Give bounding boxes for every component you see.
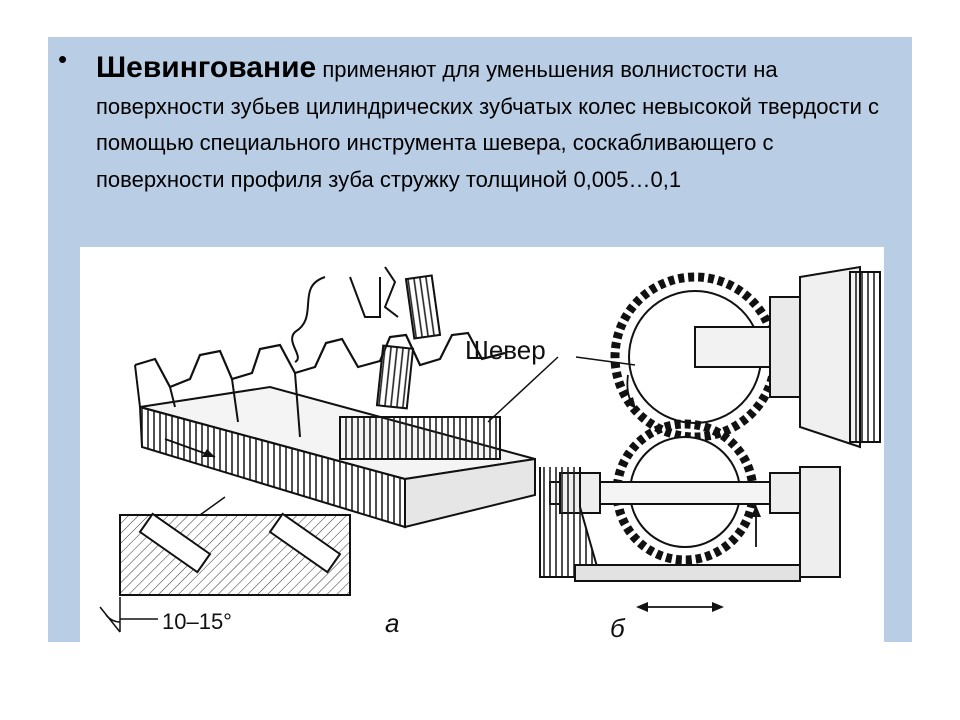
angle-label: 10–15° [162, 609, 232, 634]
tooth-section-diagram [99, 496, 351, 633]
bullet-point: • [58, 44, 68, 74]
shaver-label: Шевер [465, 335, 546, 365]
slide-text: Шевингование применяют для уменьшения во… [96, 50, 896, 198]
gear-shaving-machine [539, 265, 881, 612]
shaving-illustration: Шевер 10–15° а б [80, 247, 884, 642]
rack-diagram [134, 266, 559, 529]
term-heading: Шевингование [96, 51, 317, 84]
description-text: применяют для уменьшения волнистости на … [96, 57, 879, 192]
figure-a-label: а [385, 608, 399, 638]
figure-b-label: б [610, 613, 626, 642]
